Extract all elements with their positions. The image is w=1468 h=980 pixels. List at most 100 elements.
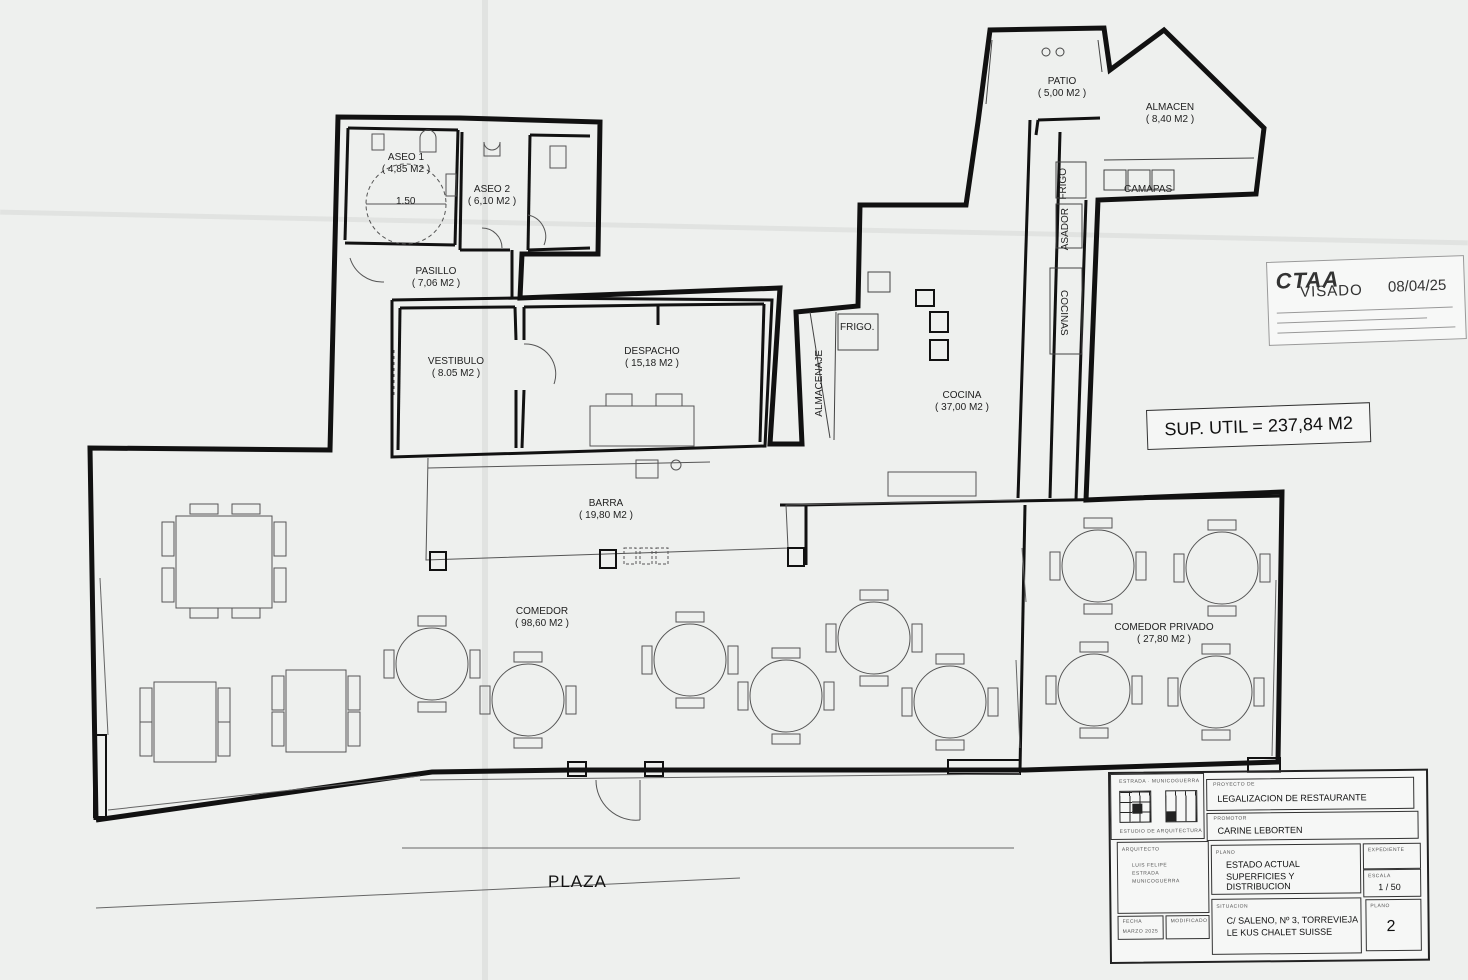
chair (641, 645, 653, 675)
room-area-almacen: ( 8,40 M2 ) (1146, 114, 1194, 125)
chair (1049, 551, 1061, 581)
room-area-vestibulo: ( 8.05 M2 ) (432, 368, 480, 379)
chair (347, 711, 361, 747)
room-name-barra: BARRA (589, 498, 624, 509)
chair (1253, 677, 1265, 707)
chair (675, 697, 705, 709)
visado-stamp: CTAA VISADO 08/04/25 (1266, 255, 1467, 346)
round-table (837, 601, 911, 675)
studio-logo-left (1119, 790, 1152, 823)
room-area-cocina: ( 37,00 M2 ) (935, 402, 989, 413)
chair (417, 615, 447, 627)
label-almacenaje: ALMACENAJE (814, 350, 825, 417)
room-name-despacho: DESPACHO (624, 346, 680, 357)
promotor-label: PROMOTOR (1213, 815, 1247, 822)
plano-label: PLANO (1215, 849, 1236, 856)
room-name-pasillo: PASILLO (416, 266, 457, 277)
chair (1207, 519, 1237, 531)
chair (513, 737, 543, 749)
chair (1201, 643, 1231, 655)
chair (273, 567, 287, 603)
arquitecto-line: MUNICOGUERRA (1132, 878, 1180, 885)
studio-logo-right (1165, 790, 1198, 823)
room-area-barra: ( 19,80 M2 ) (579, 510, 633, 521)
room-labels: ASEO 1( 4,85 M2 ) ASEO 2( 6,10 M2 ) PASILL… (382, 76, 1214, 645)
chair (1259, 553, 1271, 583)
round-table (395, 627, 469, 701)
chair (383, 649, 395, 679)
escala-label: ESCALA (1368, 873, 1391, 880)
chair (271, 711, 285, 747)
label-camapas: CAMAPAS (1124, 184, 1173, 195)
situacion-label: SITUACION (1216, 903, 1249, 910)
escala-value: 1 / 50 (1378, 881, 1401, 893)
label-dimension: 1.50 (396, 196, 416, 207)
chair (231, 503, 261, 515)
kitchen-fixtures (809, 39, 1255, 441)
paper-fold-vertical (482, 0, 488, 980)
chair (1079, 641, 1109, 653)
fecha-value: MARZO 2025 (1122, 928, 1159, 935)
chair (1167, 677, 1179, 707)
stamp-rule (1276, 306, 1453, 314)
stamp-date: 08/04/25 (1387, 276, 1447, 296)
room-area-aseo2: ( 6,10 M2 ) (468, 196, 516, 207)
chair (935, 739, 965, 751)
chair (1207, 605, 1237, 617)
round-table (1061, 529, 1135, 603)
dining-tables (139, 503, 1271, 763)
chair (417, 701, 447, 713)
room-area-comedor: ( 98,60 M2 ) (515, 618, 569, 629)
chair (271, 675, 285, 711)
chair (1173, 553, 1185, 583)
round-table (491, 663, 565, 737)
stamp-status: VISADO (1299, 281, 1364, 301)
chair (273, 521, 287, 557)
chair (987, 687, 999, 717)
proyecto-cell: PROYECTO DE LEGALIZACION DE RESTAURANTE (1206, 776, 1415, 811)
modificado-cell: MODIFICADO (1165, 914, 1210, 940)
chair (189, 607, 219, 619)
plano-number-cell: PLANO 2 (1365, 898, 1422, 952)
arquitecto-label: ARQUITECTO (1121, 846, 1160, 853)
chair (479, 685, 491, 715)
studio-subtitle: ESTUDIO DE ARQUITECTURA (1119, 828, 1203, 835)
chair (825, 623, 837, 653)
room-area-aseo1: ( 4,85 M2 ) (382, 164, 430, 175)
escala-cell: ESCALA 1 / 50 (1363, 868, 1422, 898)
chair (1201, 729, 1231, 741)
chair (1083, 517, 1113, 529)
chair (1135, 551, 1147, 581)
promotor-value: CARINE LEBORTEN (1217, 824, 1303, 836)
chair (935, 653, 965, 665)
chair (911, 623, 923, 653)
room-area-comedor_privado: ( 27,80 M2 ) (1137, 634, 1191, 645)
chair (823, 681, 835, 711)
room-name-vestibulo: VESTIBULO (428, 356, 484, 367)
room-name-aseo1: ASEO 1 (388, 152, 425, 163)
rectangular-table (153, 681, 217, 763)
chair (161, 521, 175, 557)
studio-name: ESTRADA · MUNICOGUERRA (1119, 778, 1200, 785)
room-area-pasillo: ( 7,06 M2 ) (412, 278, 460, 289)
expediente-cell: EXPEDIENTE (1362, 842, 1422, 870)
title-block: ESTRADA · MUNICOGUERRA ESTUDIO DE ARQUIT… (1108, 768, 1430, 964)
chair (859, 675, 889, 687)
chair (737, 681, 749, 711)
expediente-label: EXPEDIENTE (1367, 846, 1405, 854)
plano-cell: PLANO ESTADO ACTUAL SUPERFICIES Y DISTRI… (1210, 843, 1362, 895)
superficie-util-summary: SUP. UTIL = 237,84 M2 (1146, 402, 1372, 450)
chair (901, 687, 913, 717)
room-name-aseo2: ASEO 2 (474, 184, 511, 195)
room-name-cocina: COCINA (943, 390, 982, 401)
chair (771, 733, 801, 745)
room-name-comedor_privado: COMEDOR PRIVADO (1114, 622, 1213, 633)
proyecto-label: PROYECTO DE (1213, 781, 1255, 788)
promotor-cell: PROMOTOR CARINE LEBORTEN (1206, 810, 1419, 841)
room-area-despacho: ( 15,18 M2 ) (625, 358, 679, 369)
chair (139, 687, 153, 723)
round-table (653, 623, 727, 697)
studio-logo-cell: ESTRADA · MUNICOGUERRA ESTUDIO DE ARQUIT… (1110, 772, 1205, 840)
